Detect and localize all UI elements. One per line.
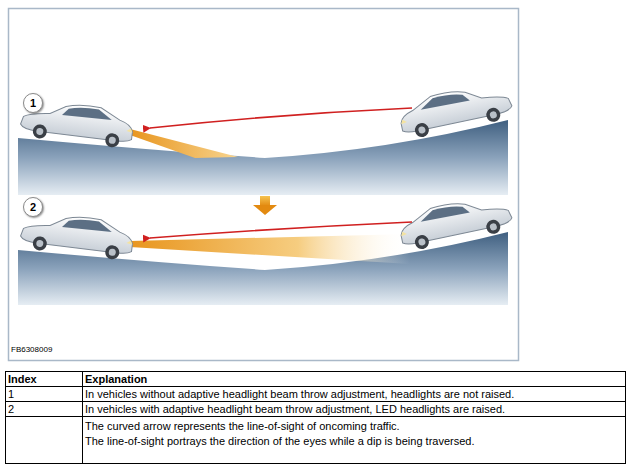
table-cell: The curved arrow represents the line-of-… — [85, 420, 400, 433]
figure-id: FB6308009 — [11, 343, 52, 356]
table-cell: In vehicles without adaptive headlight b… — [85, 388, 514, 401]
callout-number: 2 — [23, 197, 43, 217]
table-cell: 2 — [8, 403, 14, 416]
table-cell: In vehicles with adaptive headlight beam… — [85, 403, 505, 416]
table-cell: The line-of-sight portrays the direction… — [85, 435, 474, 448]
table-cell: 1 — [8, 388, 14, 401]
callout-number: 1 — [23, 93, 43, 113]
callout-text: 2 — [30, 201, 36, 213]
table-header: Explanation — [85, 373, 147, 386]
callout-text: 1 — [30, 97, 36, 109]
table-header: Index — [8, 373, 37, 386]
